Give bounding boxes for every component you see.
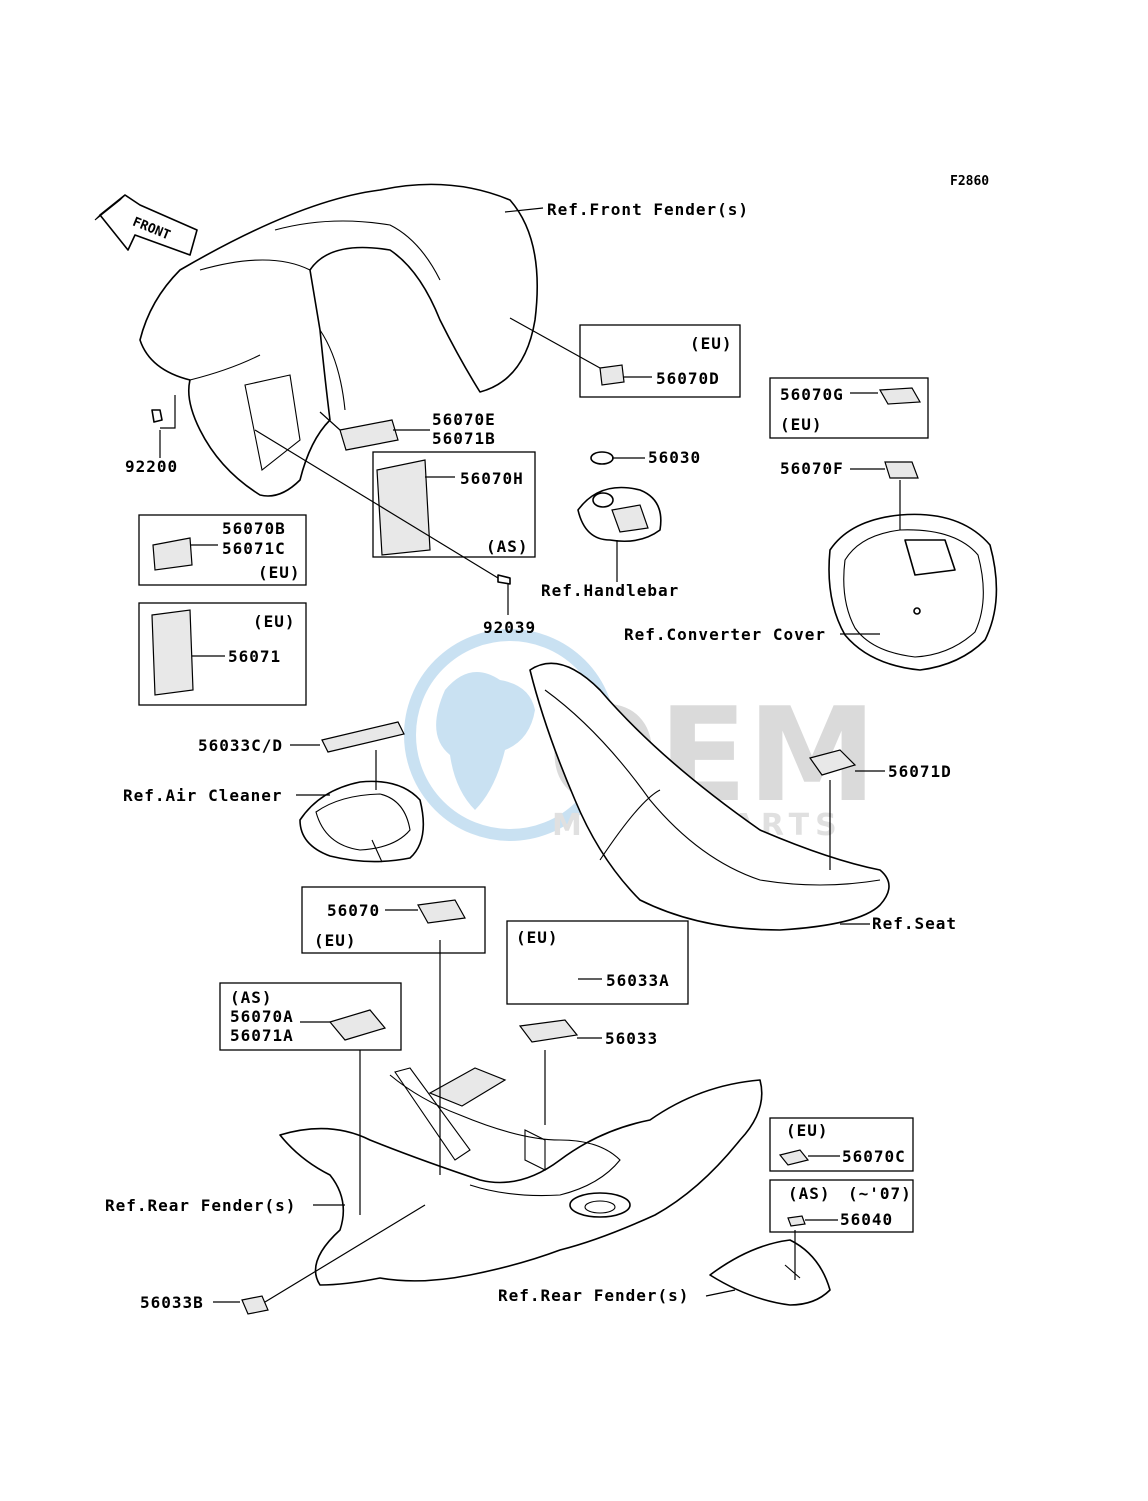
label-ref-rear-fender-2: Ref.Rear Fender(s)	[498, 1286, 689, 1305]
converter-cover-part	[828, 387, 998, 671]
label-56071A: 56071A	[230, 1026, 294, 1045]
label-56070C: 56070C	[842, 1147, 906, 1166]
decal-56040	[787, 1215, 806, 1227]
label-eu-56070B: (EU)	[258, 563, 301, 582]
label-eu-56070D: (EU)	[690, 334, 733, 353]
label-eu-56070C: (EU)	[786, 1121, 829, 1140]
air-cleaner-part	[299, 721, 425, 863]
label-as-56070H: (AS)	[486, 537, 529, 556]
label-eu-56070: (EU)	[314, 931, 357, 950]
rivet-92039	[497, 574, 511, 585]
label-eu-56033A: (EU)	[516, 928, 559, 947]
box-56070D	[579, 324, 741, 398]
label-eu-56071: (EU)	[253, 612, 296, 631]
front-fender-part	[139, 183, 538, 497]
label-56033: 56033	[605, 1029, 658, 1048]
label-56071C: 56071C	[222, 539, 286, 558]
decal-56070B	[152, 537, 193, 571]
callout-boxes	[138, 324, 929, 1233]
decal-56070A	[328, 1009, 387, 1041]
decal-56033A	[428, 1067, 507, 1107]
label-56033B: 56033B	[140, 1293, 204, 1312]
label-as-56070A: (AS)	[230, 988, 273, 1007]
figure-code: F2860	[950, 174, 989, 189]
decal-56070E	[339, 419, 399, 451]
decal-56071D	[809, 749, 857, 776]
rear-fender-small-part	[709, 1149, 831, 1306]
label-56070B: 56070B	[222, 519, 286, 538]
decal-56070F	[884, 461, 919, 479]
label-92039: 92039	[483, 618, 536, 637]
boxed-decals	[151, 364, 625, 696]
front-arrow: FRONT	[94, 194, 198, 256]
decal-56071	[151, 609, 194, 696]
decal-56070	[417, 899, 466, 924]
label-92200: 92200	[125, 457, 178, 476]
label-as-56040: (AS)	[788, 1184, 831, 1203]
label-56070A: 56070A	[230, 1007, 294, 1026]
labels: Ref.Front Fender(s) (EU) 56070D 56070G (…	[105, 200, 957, 1312]
box-56070	[301, 886, 486, 954]
label-56030: 56030	[648, 448, 701, 467]
label-56070: 56070	[327, 901, 380, 920]
decal-56033	[518, 1019, 579, 1043]
box-56070H	[372, 451, 536, 558]
label-ref-converter-cover: Ref.Converter Cover	[624, 625, 826, 644]
label-56070G: 56070G	[780, 385, 844, 404]
decal-56070H	[376, 459, 431, 556]
box-56071	[138, 602, 307, 706]
label-56071D: 56071D	[888, 762, 952, 781]
box-56070G	[769, 377, 929, 439]
small-parts	[151, 409, 511, 585]
label-ref-front-fender: Ref.Front Fender(s)	[547, 200, 749, 219]
seat-part	[529, 662, 890, 931]
label-56070D: 56070D	[656, 369, 720, 388]
box-56070A	[219, 982, 402, 1051]
front-arrow-shape	[99, 194, 198, 256]
leader-lines	[159, 207, 901, 1303]
box-56033A	[506, 920, 689, 1005]
label-ref-handlebar: Ref.Handlebar	[541, 581, 679, 600]
label-ref-rear-fender-1: Ref.Rear Fender(s)	[105, 1196, 296, 1215]
label-ref-seat: Ref.Seat	[872, 914, 957, 933]
label-56071: 56071	[228, 647, 281, 666]
label-56040: 56040	[840, 1210, 893, 1229]
label-note-56040: (~'07)	[848, 1184, 912, 1203]
box-56040	[769, 1179, 914, 1233]
box-56070B	[138, 514, 307, 586]
watermark-globe-land	[436, 672, 535, 810]
rear-fender-part	[241, 899, 763, 1315]
box-56070C	[769, 1117, 914, 1172]
label-ref-air-cleaner: Ref.Air Cleaner	[123, 786, 283, 805]
decal-56070G	[879, 387, 921, 405]
label-56033CD: 56033C/D	[198, 736, 283, 755]
label-56070H: 56070H	[460, 469, 524, 488]
label-56070F: 56070F	[780, 459, 844, 478]
label-56071B: 56071B	[432, 429, 496, 448]
nut-92200	[151, 409, 163, 423]
label-56070E: 56070E	[432, 410, 496, 429]
handlebar-part	[577, 451, 662, 543]
label-eu-56070G: (EU)	[780, 415, 823, 434]
decal-56033CD	[321, 721, 405, 753]
decal-56070C	[778, 1149, 810, 1166]
decal-56033B	[241, 1295, 269, 1315]
label-56033A: 56033A	[606, 971, 670, 990]
decal-56030	[590, 451, 614, 465]
